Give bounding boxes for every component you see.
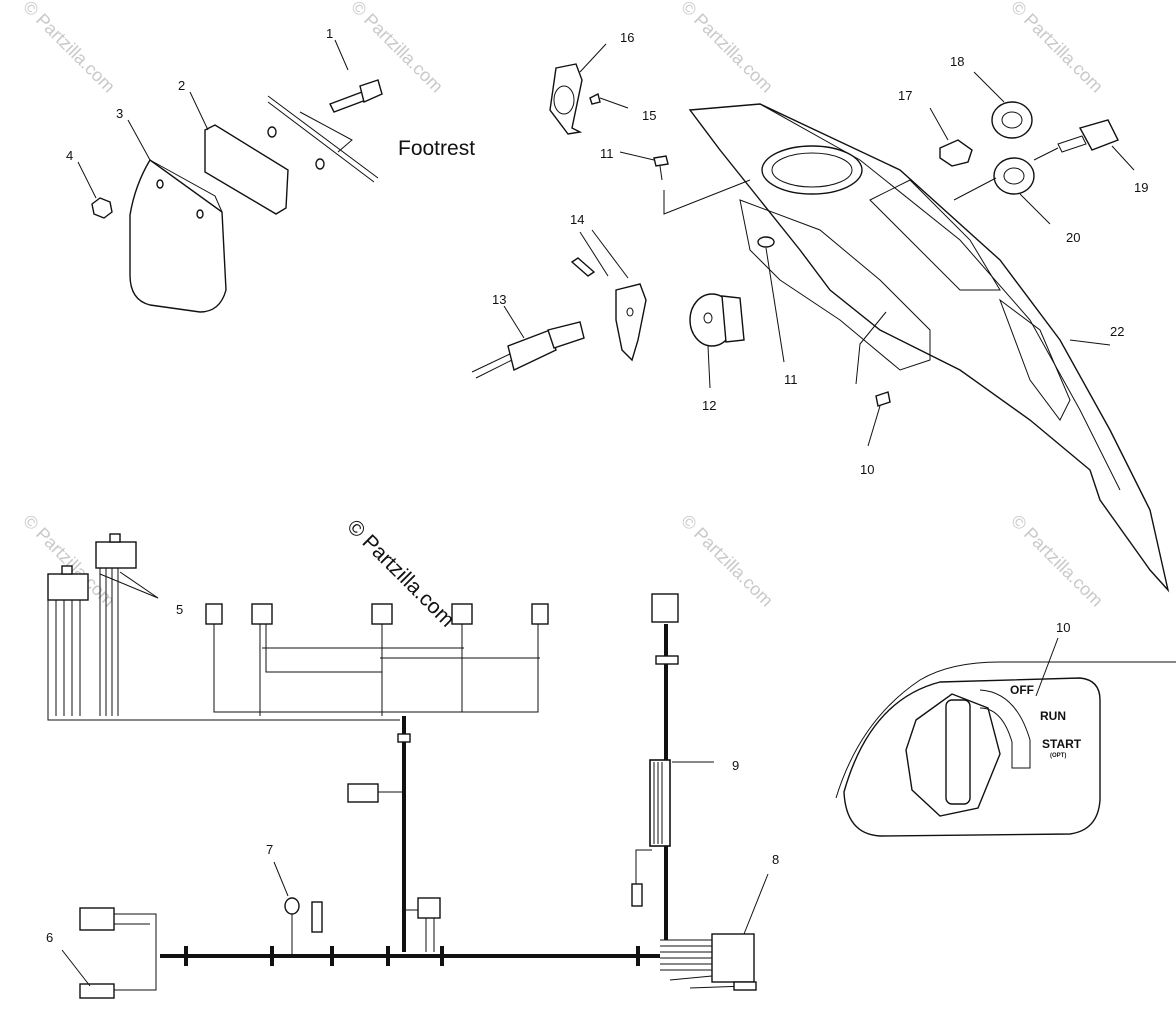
footrest-assembly: Footrest 1 2 3 4: [66, 26, 475, 313]
watermark: © Partzilla.com: [1007, 511, 1107, 611]
pin: [570, 257, 596, 277]
harness-bundle: [649, 759, 671, 847]
bezel: [991, 101, 1033, 139]
rivet: [589, 92, 601, 105]
callout-20: 19: [1134, 180, 1148, 195]
callout-15: 14: [570, 212, 584, 227]
watermark: © Partzilla.com: [677, 0, 777, 97]
footrest-label: Footrest: [398, 137, 475, 160]
nut: [91, 197, 113, 219]
connector: [251, 603, 273, 625]
connector: [79, 907, 115, 931]
callout-1: 1: [326, 26, 333, 41]
ring-terminal: [284, 897, 300, 915]
connector: [531, 603, 549, 625]
callout-12: 11: [784, 372, 798, 387]
callout-22: 22: [1110, 324, 1124, 339]
connector: [711, 933, 755, 983]
connector: [347, 783, 379, 803]
callout-11-bottom: 10: [860, 462, 874, 477]
callout-19: 18: [950, 54, 964, 69]
callout-8: 8: [772, 852, 779, 867]
ignition-panel: OFF RUN START (OPT) 10: [835, 620, 1176, 837]
callout-9: 9: [732, 758, 739, 773]
watermark: © Partzilla.com: [677, 511, 777, 611]
bolt-head: [359, 79, 383, 103]
callout-7: 7: [266, 842, 273, 857]
connector: [79, 983, 115, 999]
console-body: [688, 103, 1170, 593]
footrest-edge: [267, 95, 379, 183]
grommet: [757, 236, 775, 248]
callout-6: 6: [46, 930, 53, 945]
screw: [653, 155, 669, 167]
key-switch-boss: [761, 145, 863, 195]
bolt: [329, 91, 367, 113]
callout-16: 15: [642, 108, 656, 123]
connector: [371, 603, 393, 625]
terminal: [311, 901, 323, 933]
connector: [651, 593, 679, 623]
terminal: [631, 883, 643, 907]
callout-3: 3: [116, 106, 123, 121]
console-assembly: 22 16 15 11 14 13 12: [471, 30, 1170, 593]
screw: [875, 391, 891, 407]
connector: [451, 603, 473, 625]
callout-5: 5: [176, 602, 183, 617]
footrest-pad: [129, 158, 227, 313]
callout-4: 4: [66, 148, 73, 163]
watermark: © Partzilla.com: [19, 0, 119, 97]
callout-21: 20: [1066, 230, 1080, 245]
switch-knob: [945, 699, 971, 805]
connector: [417, 897, 441, 919]
bracket: [549, 63, 583, 135]
spacer-block: [204, 124, 289, 215]
key: [1078, 119, 1119, 151]
lever: [615, 283, 647, 362]
callout-18: 17: [898, 88, 912, 103]
nut: [939, 139, 973, 167]
callout-11-top: 11: [600, 146, 614, 161]
switch-start-label: START: [1042, 737, 1082, 751]
wiring-harness: 5 6 7: [46, 533, 779, 999]
connector: [205, 603, 223, 625]
switch-off-label: OFF: [1010, 683, 1034, 697]
cable-switch: [507, 329, 557, 371]
washer: [267, 126, 277, 138]
washer: [315, 158, 325, 170]
callout-17: 16: [620, 30, 634, 45]
watermark-center: © Partzilla.com: [342, 515, 458, 631]
connector: [95, 541, 137, 569]
watermark: © Partzilla.com: [347, 0, 447, 97]
callout-13: 12: [702, 398, 716, 413]
switch-run-label: RUN: [1040, 709, 1066, 723]
callout-14: 13: [492, 292, 506, 307]
callout-2: 2: [178, 78, 185, 93]
bezel: [993, 157, 1035, 195]
connector: [47, 573, 89, 601]
callout-10: 10: [1056, 620, 1070, 635]
footrest-bracket: [299, 111, 353, 153]
watermark: © Partzilla.com: [1007, 0, 1107, 97]
switch-opt-label: (OPT): [1050, 753, 1066, 759]
